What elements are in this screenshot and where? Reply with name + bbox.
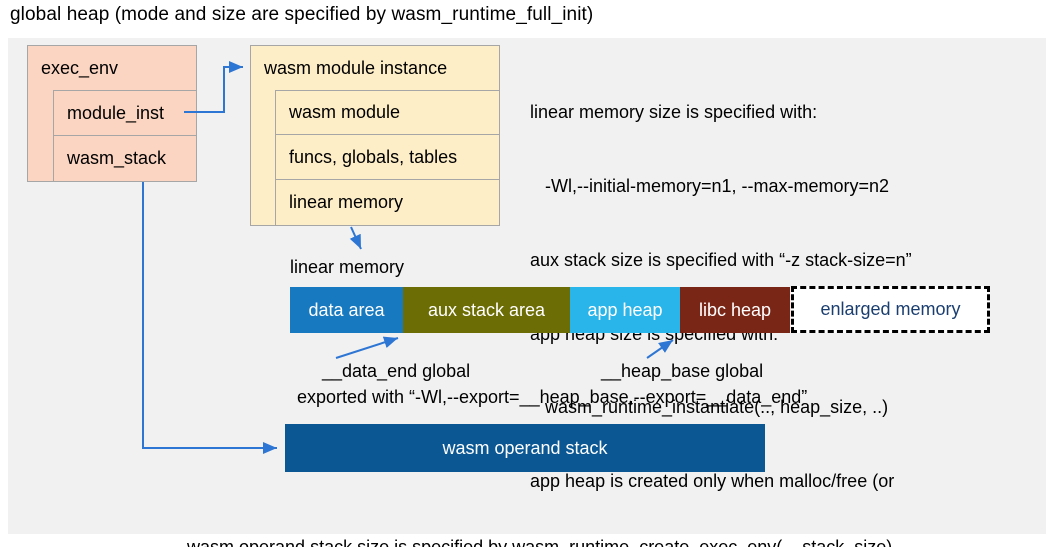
module-instance-header: wasm module instance <box>264 57 448 78</box>
segment-app-heap: app heap <box>570 287 680 333</box>
data-end-global-label: __data_end global <box>322 361 471 381</box>
module-instance-row-linear-memory: linear memory <box>275 179 500 226</box>
exported-with-label: exported with “-Wl,--export=__heap_base,… <box>297 387 808 407</box>
note-line: linear memory size is specified with: <box>530 102 818 123</box>
module-instance-row-funcs-globals-tables: funcs, globals, tables <box>275 134 500 180</box>
segment-enlarged-memory: enlarged memory <box>791 286 990 333</box>
wasm-operand-stack-bar: wasm operand stack <box>285 424 765 472</box>
note-line: wasm_runtime_instantiate(.., heap_size, … <box>530 397 889 418</box>
heap-base-global-label: __heap_base global <box>601 361 764 381</box>
linear-memory-bar: data area aux stack area app heap libc h… <box>290 287 790 333</box>
exec-env-row-wasm-stack: wasm_stack <box>53 135 197 182</box>
segment-aux-stack-area: aux stack area <box>403 287 570 333</box>
exec-env-header: exec_env <box>41 57 119 78</box>
note-line: wasm operand stack size is specified by … <box>187 537 893 547</box>
exec-env-row-module-inst: module_inst <box>53 90 197 136</box>
module-instance-row-wasm-module: wasm module <box>275 90 500 135</box>
segment-libc-heap: libc heap <box>680 287 790 333</box>
note-line: app heap is created only when malloc/fre… <box>530 471 895 492</box>
segment-data-area: data area <box>290 287 403 333</box>
diagram-title: global heap (mode and size are specified… <box>10 4 594 25</box>
note-line: -Wl,--initial-memory=n1, --max-memory=n2 <box>530 175 890 196</box>
notes-bottom: wasm operand stack size is specified by … <box>187 482 892 547</box>
note-line: __new/__release for as) are not exported <box>530 543 912 547</box>
linear-memory-label: linear memory <box>290 257 405 277</box>
note-line: aux stack size is specified with “-z sta… <box>530 249 912 270</box>
